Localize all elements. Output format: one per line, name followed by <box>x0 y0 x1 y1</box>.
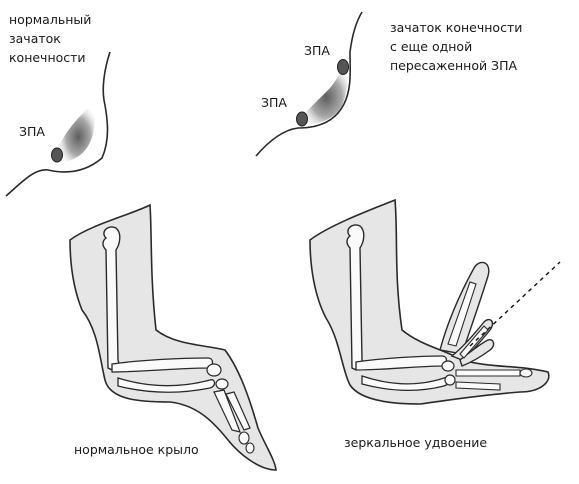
digit-tip <box>519 368 533 378</box>
radius-bone <box>111 357 214 373</box>
wrist-bone <box>441 360 455 372</box>
caption-normal-limb-bud: нормальный зачаток конечности <box>9 12 92 65</box>
caption-mirror-duplication: зеркальное удвоение <box>344 435 488 450</box>
caption-normal-wing: нормальное крыло <box>74 442 199 457</box>
normal-wing <box>69 203 277 471</box>
zpa-label-upper: ЗПА <box>304 43 330 58</box>
limb-bud-gradient <box>58 105 95 162</box>
limb-bud-outline <box>255 11 363 157</box>
wrist-bone <box>215 378 229 390</box>
zpa-label-lower: ЗПА <box>261 95 287 110</box>
humerus-bone <box>346 224 365 371</box>
limb-bud-outline <box>5 51 111 197</box>
wing-skin <box>309 198 550 405</box>
mirror-duplicated-wing <box>309 198 561 405</box>
limb-bud-gradient <box>300 64 348 125</box>
zpa-spot <box>51 147 63 163</box>
humerus-bone <box>102 226 121 371</box>
digit-bone <box>225 391 251 431</box>
digit-tip <box>238 431 250 445</box>
normal-limb-bud <box>5 51 111 197</box>
caption-extra-zpa-limb-bud: зачаток конечности с еще одной пересажен… <box>390 20 523 73</box>
limb-bud-with-extra-zpa <box>255 11 363 157</box>
zpa-label: ЗПА <box>19 124 45 139</box>
digit-bone <box>213 389 241 433</box>
digit-bone <box>455 369 521 377</box>
extra-digit-skin <box>459 338 495 367</box>
wrist-bone <box>206 363 222 377</box>
zpa-spot-upper <box>337 59 349 75</box>
ulna-bone <box>117 377 216 393</box>
digit-tip <box>245 442 255 454</box>
digit-bone <box>447 281 477 347</box>
digit-bone <box>455 381 501 391</box>
zpa-spot-lower <box>296 111 308 127</box>
wrist-bone <box>444 374 456 386</box>
